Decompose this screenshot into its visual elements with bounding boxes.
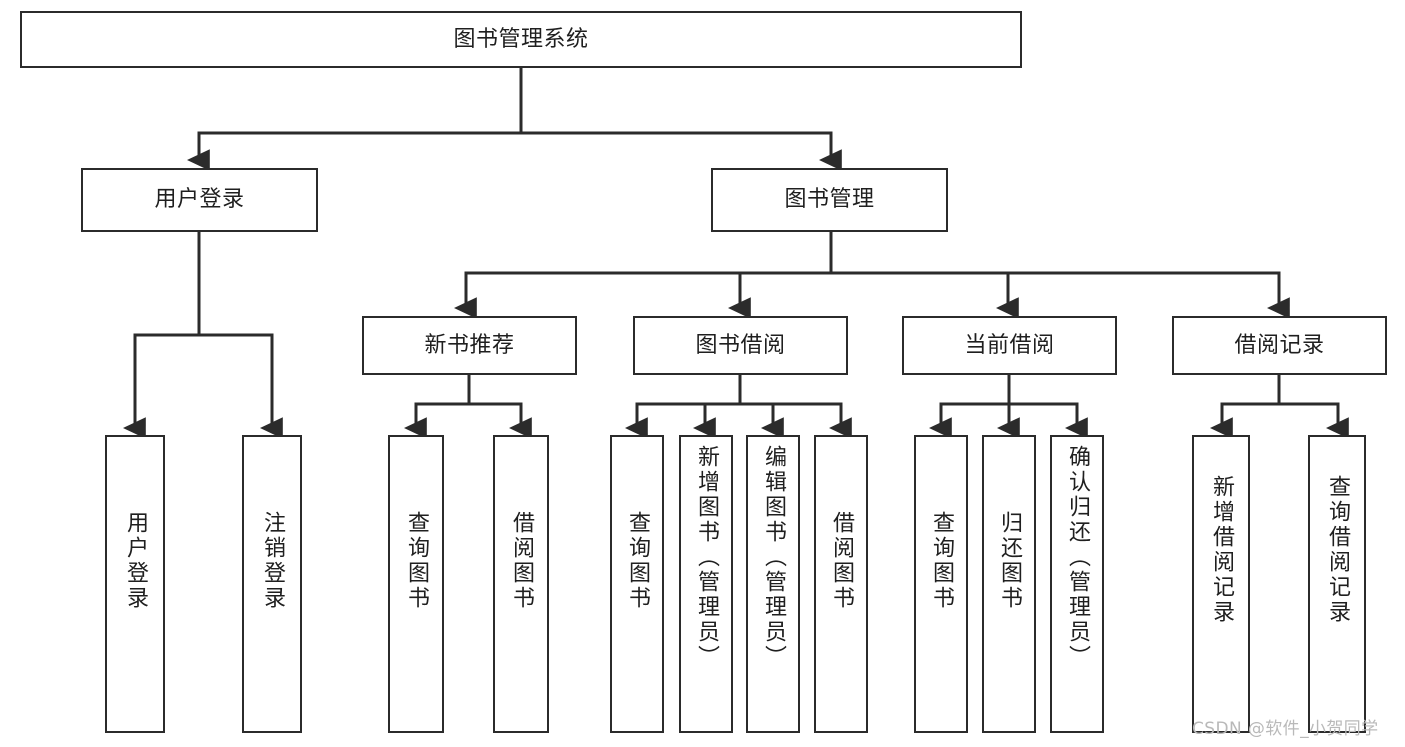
node-leaf-add-book-admin[interactable]: 新增图书（管理员） [679,435,733,733]
node-leaf-query-book-current[interactable]: 查询图书 [914,435,968,733]
node-label: 确认归还（管理员） [1065,445,1090,670]
node-book-borrow[interactable]: 图书借阅 [633,316,848,375]
node-current-borrow[interactable]: 当前借阅 [902,316,1117,375]
node-leaf-query-book-recommend[interactable]: 查询图书 [388,435,444,733]
node-root-book-management-system[interactable]: 图书管理系统 [20,11,1022,68]
node-leaf-return-book[interactable]: 归还图书 [982,435,1036,733]
node-leaf-user-login[interactable]: 用户登录 [105,435,165,733]
node-label: 新书推荐 [424,332,515,358]
node-label: 图书借阅 [695,332,786,358]
node-leaf-user-logout[interactable]: 注销登录 [242,435,302,733]
node-label: 查询图书 [625,511,650,611]
node-label: 图书管理系统 [453,26,589,52]
node-label: 归还图书 [997,511,1022,611]
node-label: 新增图书（管理员） [694,445,719,670]
node-leaf-confirm-return-admin[interactable]: 确认归还（管理员） [1050,435,1104,733]
node-leaf-edit-book-admin[interactable]: 编辑图书（管理员） [746,435,800,733]
node-borrow-record[interactable]: 借阅记录 [1172,316,1387,375]
node-label: 用户登录 [123,511,148,611]
node-label: 当前借阅 [964,332,1055,358]
node-label: 注销登录 [260,511,285,611]
node-label: 查询借阅记录 [1325,475,1350,625]
node-label: 编辑图书（管理员） [761,445,786,670]
node-user-login[interactable]: 用户登录 [81,168,318,232]
node-label: 用户登录 [154,187,245,213]
node-leaf-add-borrow-record[interactable]: 新增借阅记录 [1192,435,1250,733]
node-label: 查询图书 [404,511,429,611]
node-label: 新增借阅记录 [1209,475,1234,625]
node-label: 图书管理 [784,187,875,213]
csdn-watermark: CSDN @软件_小贺同学 [1192,719,1379,739]
node-label: 借阅记录 [1234,332,1325,358]
node-leaf-query-book-borrow[interactable]: 查询图书 [610,435,664,733]
node-label: 借阅图书 [829,511,854,611]
node-label: 借阅图书 [509,511,534,611]
node-leaf-borrow-book-recommend[interactable]: 借阅图书 [493,435,549,733]
node-new-book-recommend[interactable]: 新书推荐 [362,316,577,375]
node-label: 查询图书 [929,511,954,611]
node-book-manage[interactable]: 图书管理 [711,168,948,232]
node-leaf-query-borrow-record[interactable]: 查询借阅记录 [1308,435,1366,733]
node-leaf-borrow-book[interactable]: 借阅图书 [814,435,868,733]
